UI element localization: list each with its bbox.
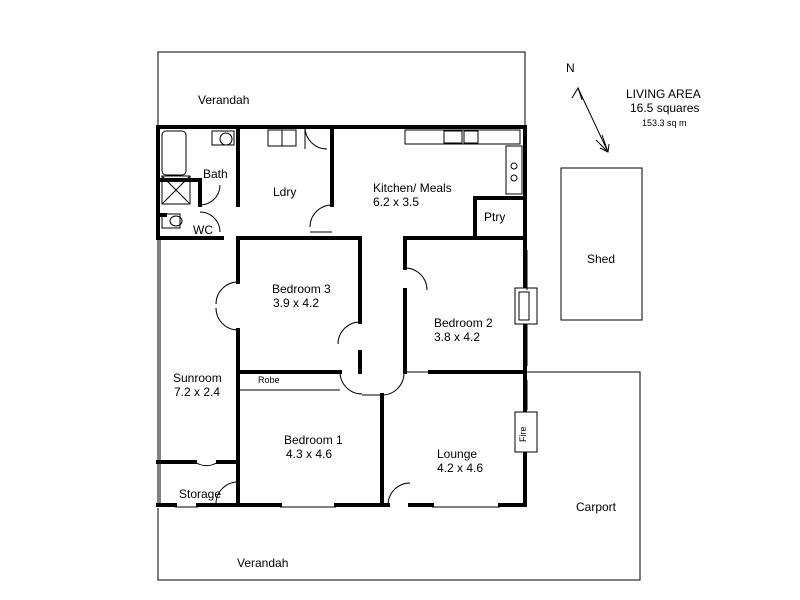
wc-label: WC	[193, 223, 213, 237]
fire-label: Fire	[518, 427, 528, 443]
bedroom2-size: 3.8 x 4.2	[434, 330, 480, 344]
kitchen-fixtures	[404, 129, 523, 195]
bedroom1-size: 4.3 x 4.6	[286, 447, 332, 461]
lounge-size: 4.2 x 4.6	[437, 461, 483, 475]
sunroom-name: Sunroom	[173, 371, 222, 385]
wc-fixture	[161, 213, 183, 229]
lounge-name: Lounge	[437, 447, 477, 461]
compass-label: N	[566, 61, 575, 75]
bedroom1-name: Bedroom 1	[284, 433, 343, 447]
living-area-squares: 16.5 squares	[630, 101, 699, 115]
fireplace-bed2	[514, 287, 538, 325]
living-area-sqm: 153.3 sq m	[642, 118, 687, 128]
bedroom3-name: Bedroom 3	[272, 282, 331, 296]
sunroom-size: 7.2 x 2.4	[174, 385, 220, 399]
door-swings	[194, 126, 430, 506]
north-arrow-icon	[571, 86, 610, 153]
verandah-bottom-label: Verandah	[237, 556, 288, 570]
kitchen-size: 6.2 x 3.5	[373, 195, 419, 209]
carport-label: Carport	[576, 500, 617, 514]
kitchen-name: Kitchen/ Meals	[373, 181, 452, 195]
laundry-fixtures	[267, 129, 297, 147]
verandah-outline	[157, 51, 641, 581]
bath-label: Bath	[203, 167, 228, 181]
shed-label: Shed	[587, 252, 615, 266]
windows	[175, 250, 528, 508]
verandah-top-label: Verandah	[198, 93, 249, 107]
bedroom2-name: Bedroom 2	[434, 316, 493, 330]
robe-label: Robe	[258, 375, 280, 385]
pantry-label: Ptry	[484, 210, 505, 224]
storage-label: Storage	[179, 487, 221, 501]
shed	[560, 167, 643, 321]
bedroom3-size: 3.9 x 4.2	[273, 296, 319, 310]
laundry-label: Ldry	[273, 185, 296, 199]
bath-fixtures	[161, 130, 235, 205]
fireplace-lounge	[514, 411, 538, 453]
house-walls	[156, 125, 527, 507]
living-area-title: LIVING AREA	[626, 87, 701, 101]
